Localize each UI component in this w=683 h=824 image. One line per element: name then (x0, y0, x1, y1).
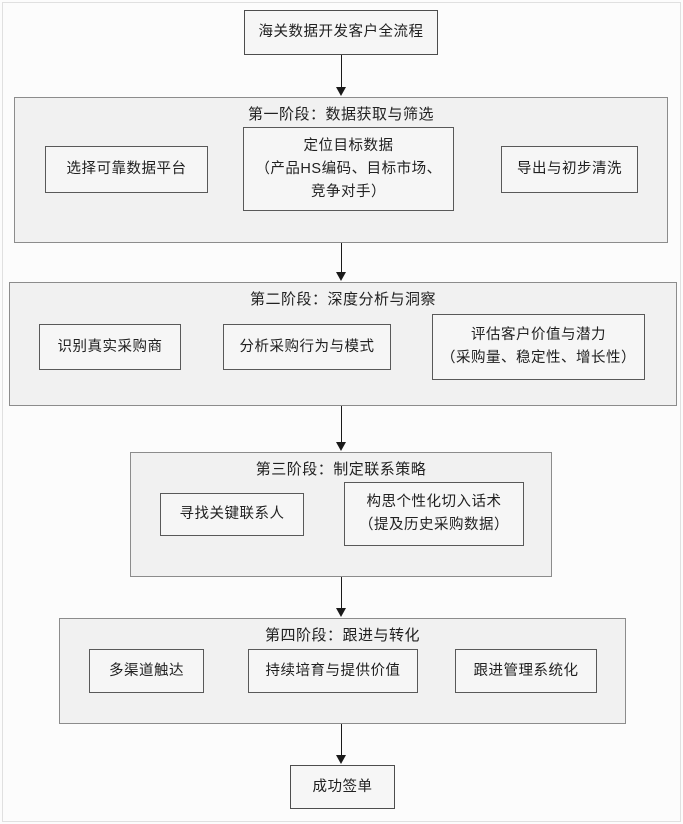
node-label-line: （产品HS编码、目标市场、 (255, 160, 442, 177)
start-node: 海关数据开发客户全流程 (244, 10, 438, 55)
arrow-head-icon (336, 755, 346, 764)
arrow-head-icon (336, 608, 346, 617)
node-multichannel-reach: 多渠道触达 (89, 649, 204, 693)
node-label: 多渠道触达 (109, 662, 184, 679)
stage-4-container: 第四阶段：跟进与转化 多渠道触达 持续培育与提供价值 跟进管理系统化 (59, 618, 626, 724)
arrow-line (340, 406, 342, 443)
node-label-line: 评估客户价值与潜力 (471, 327, 606, 343)
node-label: 跟进管理系统化 (473, 662, 579, 679)
stage-4-title: 第四阶段：跟进与转化 (264, 627, 420, 644)
node-find-contacts: 寻找关键联系人 (160, 493, 304, 536)
arrow-head-icon (336, 272, 346, 281)
arrow-line (340, 577, 342, 609)
end-node: 成功签单 (290, 765, 395, 809)
start-node-label: 海关数据开发客户全流程 (258, 24, 424, 40)
node-label-line: 构思个性化切入话术 (366, 494, 502, 510)
arrow-line (340, 243, 342, 273)
stage-1-container: 第一阶段：数据获取与筛选 选择可靠数据平台 定位目标数据 （产品HS编码、目标市… (14, 97, 668, 243)
arrow-line (340, 55, 342, 88)
node-label-line: （采购量、稳定性、增长性） (441, 350, 636, 366)
node-select-data-platform: 选择可靠数据平台 (45, 146, 208, 193)
node-nurture-value: 持续培育与提供价值 (248, 649, 418, 693)
node-evaluate-value: 评估客户价值与潜力 （采购量、稳定性、增长性） (432, 314, 645, 380)
stage-3-container: 第三阶段：制定联系策略 寻找关键联系人 构思个性化切入话术 （提及历史采购数据） (130, 452, 552, 577)
stage-1-title: 第一阶段：数据获取与筛选 (247, 106, 434, 123)
node-export-clean: 导出与初步清洗 (501, 146, 638, 193)
node-label: 寻找关键联系人 (179, 506, 285, 522)
node-personalized-pitch: 构思个性化切入话术 （提及历史采购数据） (344, 482, 524, 546)
node-label: 选择可靠数据平台 (66, 161, 187, 177)
node-label: 导出与初步清洗 (517, 161, 622, 177)
node-identify-buyers: 识别真实采购商 (39, 324, 181, 370)
node-label: 持续培育与提供价值 (265, 662, 401, 679)
node-locate-target-data: 定位目标数据 （产品HS编码、目标市场、 竞争对手） (243, 127, 454, 211)
node-analyze-behavior: 分析采购行为与模式 (223, 324, 391, 370)
node-label-line: 竞争对手） (311, 183, 386, 200)
node-systematic-followup: 跟进管理系统化 (455, 649, 597, 693)
arrow-line (340, 724, 342, 756)
stage-2-container: 第二阶段：深度分析与洞察 识别真实采购商 分析采购行为与模式 评估客户价值与潜力… (9, 282, 677, 406)
stage-2-title: 第二阶段：深度分析与洞察 (249, 291, 436, 308)
arrow-head-icon (336, 87, 346, 96)
node-label: 分析采购行为与模式 (239, 338, 375, 355)
node-label-line: （提及历史采购数据） (359, 517, 509, 533)
node-label: 识别真实采购商 (57, 338, 163, 355)
end-node-label: 成功签单 (312, 778, 373, 795)
arrow-head-icon (336, 442, 346, 451)
stage-3-title: 第三阶段：制定联系策略 (255, 461, 427, 478)
node-label-line: 定位目标数据 (303, 137, 394, 154)
